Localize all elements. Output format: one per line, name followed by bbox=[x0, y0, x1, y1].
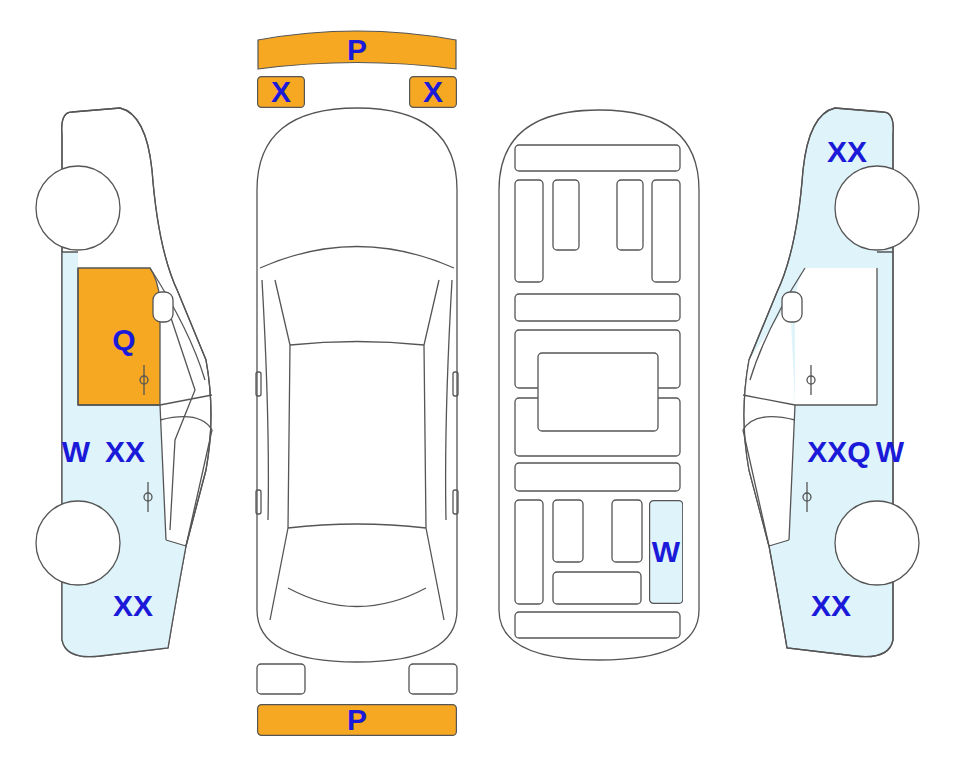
damage-code: P bbox=[347, 35, 367, 65]
damage-code: W bbox=[62, 437, 90, 467]
damage-code: XX bbox=[811, 591, 851, 621]
underbody-view bbox=[499, 110, 699, 660]
front-bumper: P bbox=[257, 30, 457, 70]
headlight: X bbox=[257, 76, 305, 108]
damage-code: XXQ bbox=[807, 437, 870, 467]
damage-code: Q bbox=[112, 325, 135, 355]
damage-code: XX bbox=[105, 437, 145, 467]
damage-code: X bbox=[271, 77, 291, 107]
top-view bbox=[256, 108, 458, 694]
damage-code: P bbox=[347, 705, 367, 735]
floor-panel: W bbox=[649, 500, 683, 604]
damage-code: W bbox=[652, 537, 680, 567]
damage-code: X bbox=[423, 77, 443, 107]
rear-bumper: P bbox=[257, 704, 457, 736]
left-side-view bbox=[36, 108, 212, 657]
damage-code: XX bbox=[827, 137, 867, 167]
damage-code: W bbox=[876, 437, 904, 467]
right-side-view bbox=[743, 108, 919, 657]
damage-code: XX bbox=[113, 591, 153, 621]
headlight: X bbox=[409, 76, 457, 108]
